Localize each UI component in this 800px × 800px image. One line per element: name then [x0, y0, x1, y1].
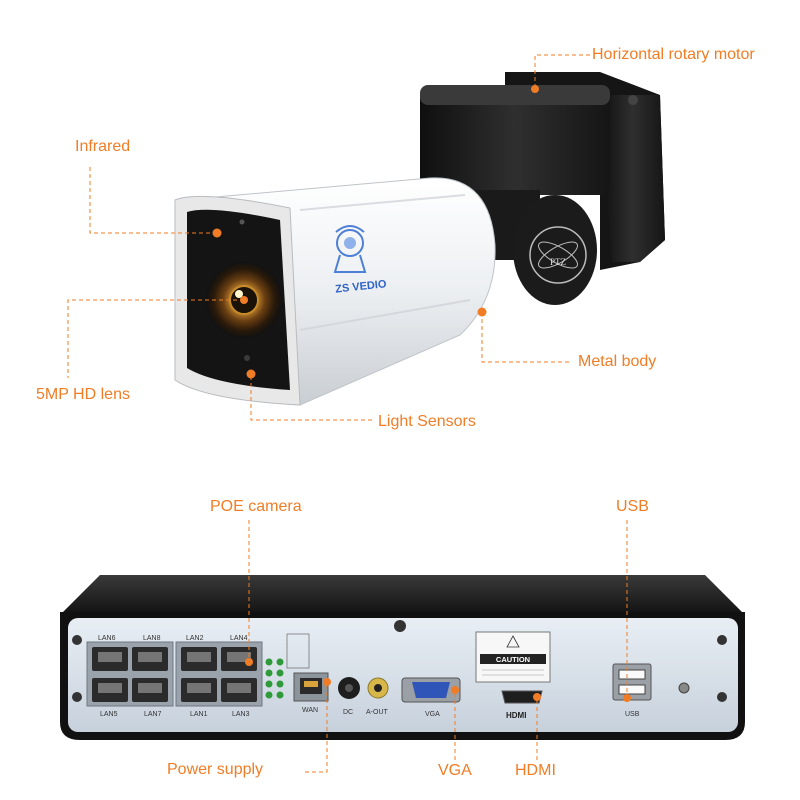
lan-ports	[86, 641, 263, 707]
label-lan7: LAN7	[144, 711, 162, 718]
label-lan4: LAN4	[230, 635, 248, 642]
callout-hdmi: HDMI	[515, 762, 556, 779]
leader-lines	[67, 54, 628, 773]
label-lan3: LAN3	[232, 711, 250, 718]
ptz-badge-text: PTZ	[550, 257, 566, 267]
label-a-out: A-OUT	[366, 709, 389, 716]
leader-dots	[212, 85, 631, 702]
label-wan: WAN	[302, 707, 318, 714]
ptz-disk	[513, 195, 597, 305]
callout-power-supply: Power supply	[167, 761, 264, 778]
label-hdmi: HDMI	[506, 711, 526, 720]
dip-switch-legend	[286, 633, 310, 669]
status-leds	[265, 658, 284, 699]
label-lan2: LAN2	[186, 635, 204, 642]
rotary-motor-housing	[420, 85, 610, 195]
ground-terminal	[678, 682, 690, 694]
label-lan5: LAN5	[100, 711, 118, 718]
callout-metal-body: Metal body	[578, 353, 657, 370]
callout-light-sensors: Light Sensors	[378, 413, 476, 430]
label-lan6: LAN6	[98, 635, 116, 642]
callout-hd-lens: 5MP HD lens	[36, 386, 130, 403]
label-lan1: LAN1	[190, 711, 208, 718]
label-usb-port: USB	[625, 711, 640, 718]
usb-ports	[612, 663, 652, 701]
brand-name: ZS VEDIO	[335, 278, 388, 295]
label-dc: DC	[343, 709, 353, 716]
callout-usb: USB	[616, 498, 649, 515]
label-vga: VGA	[425, 711, 440, 718]
ptz-mount	[420, 72, 665, 305]
callout-rotary-motor: Horizontal rotary motor	[592, 46, 755, 63]
brand-logo	[333, 225, 367, 273]
label-lan8: LAN8	[143, 635, 161, 642]
camera-body	[174, 177, 496, 406]
callout-vga: VGA	[438, 762, 472, 779]
hdmi-port	[501, 690, 543, 704]
callout-infrared: Infrared	[75, 138, 131, 155]
caution-title: CAUTION	[496, 655, 530, 664]
callout-poe-camera: POE camera	[210, 498, 302, 515]
